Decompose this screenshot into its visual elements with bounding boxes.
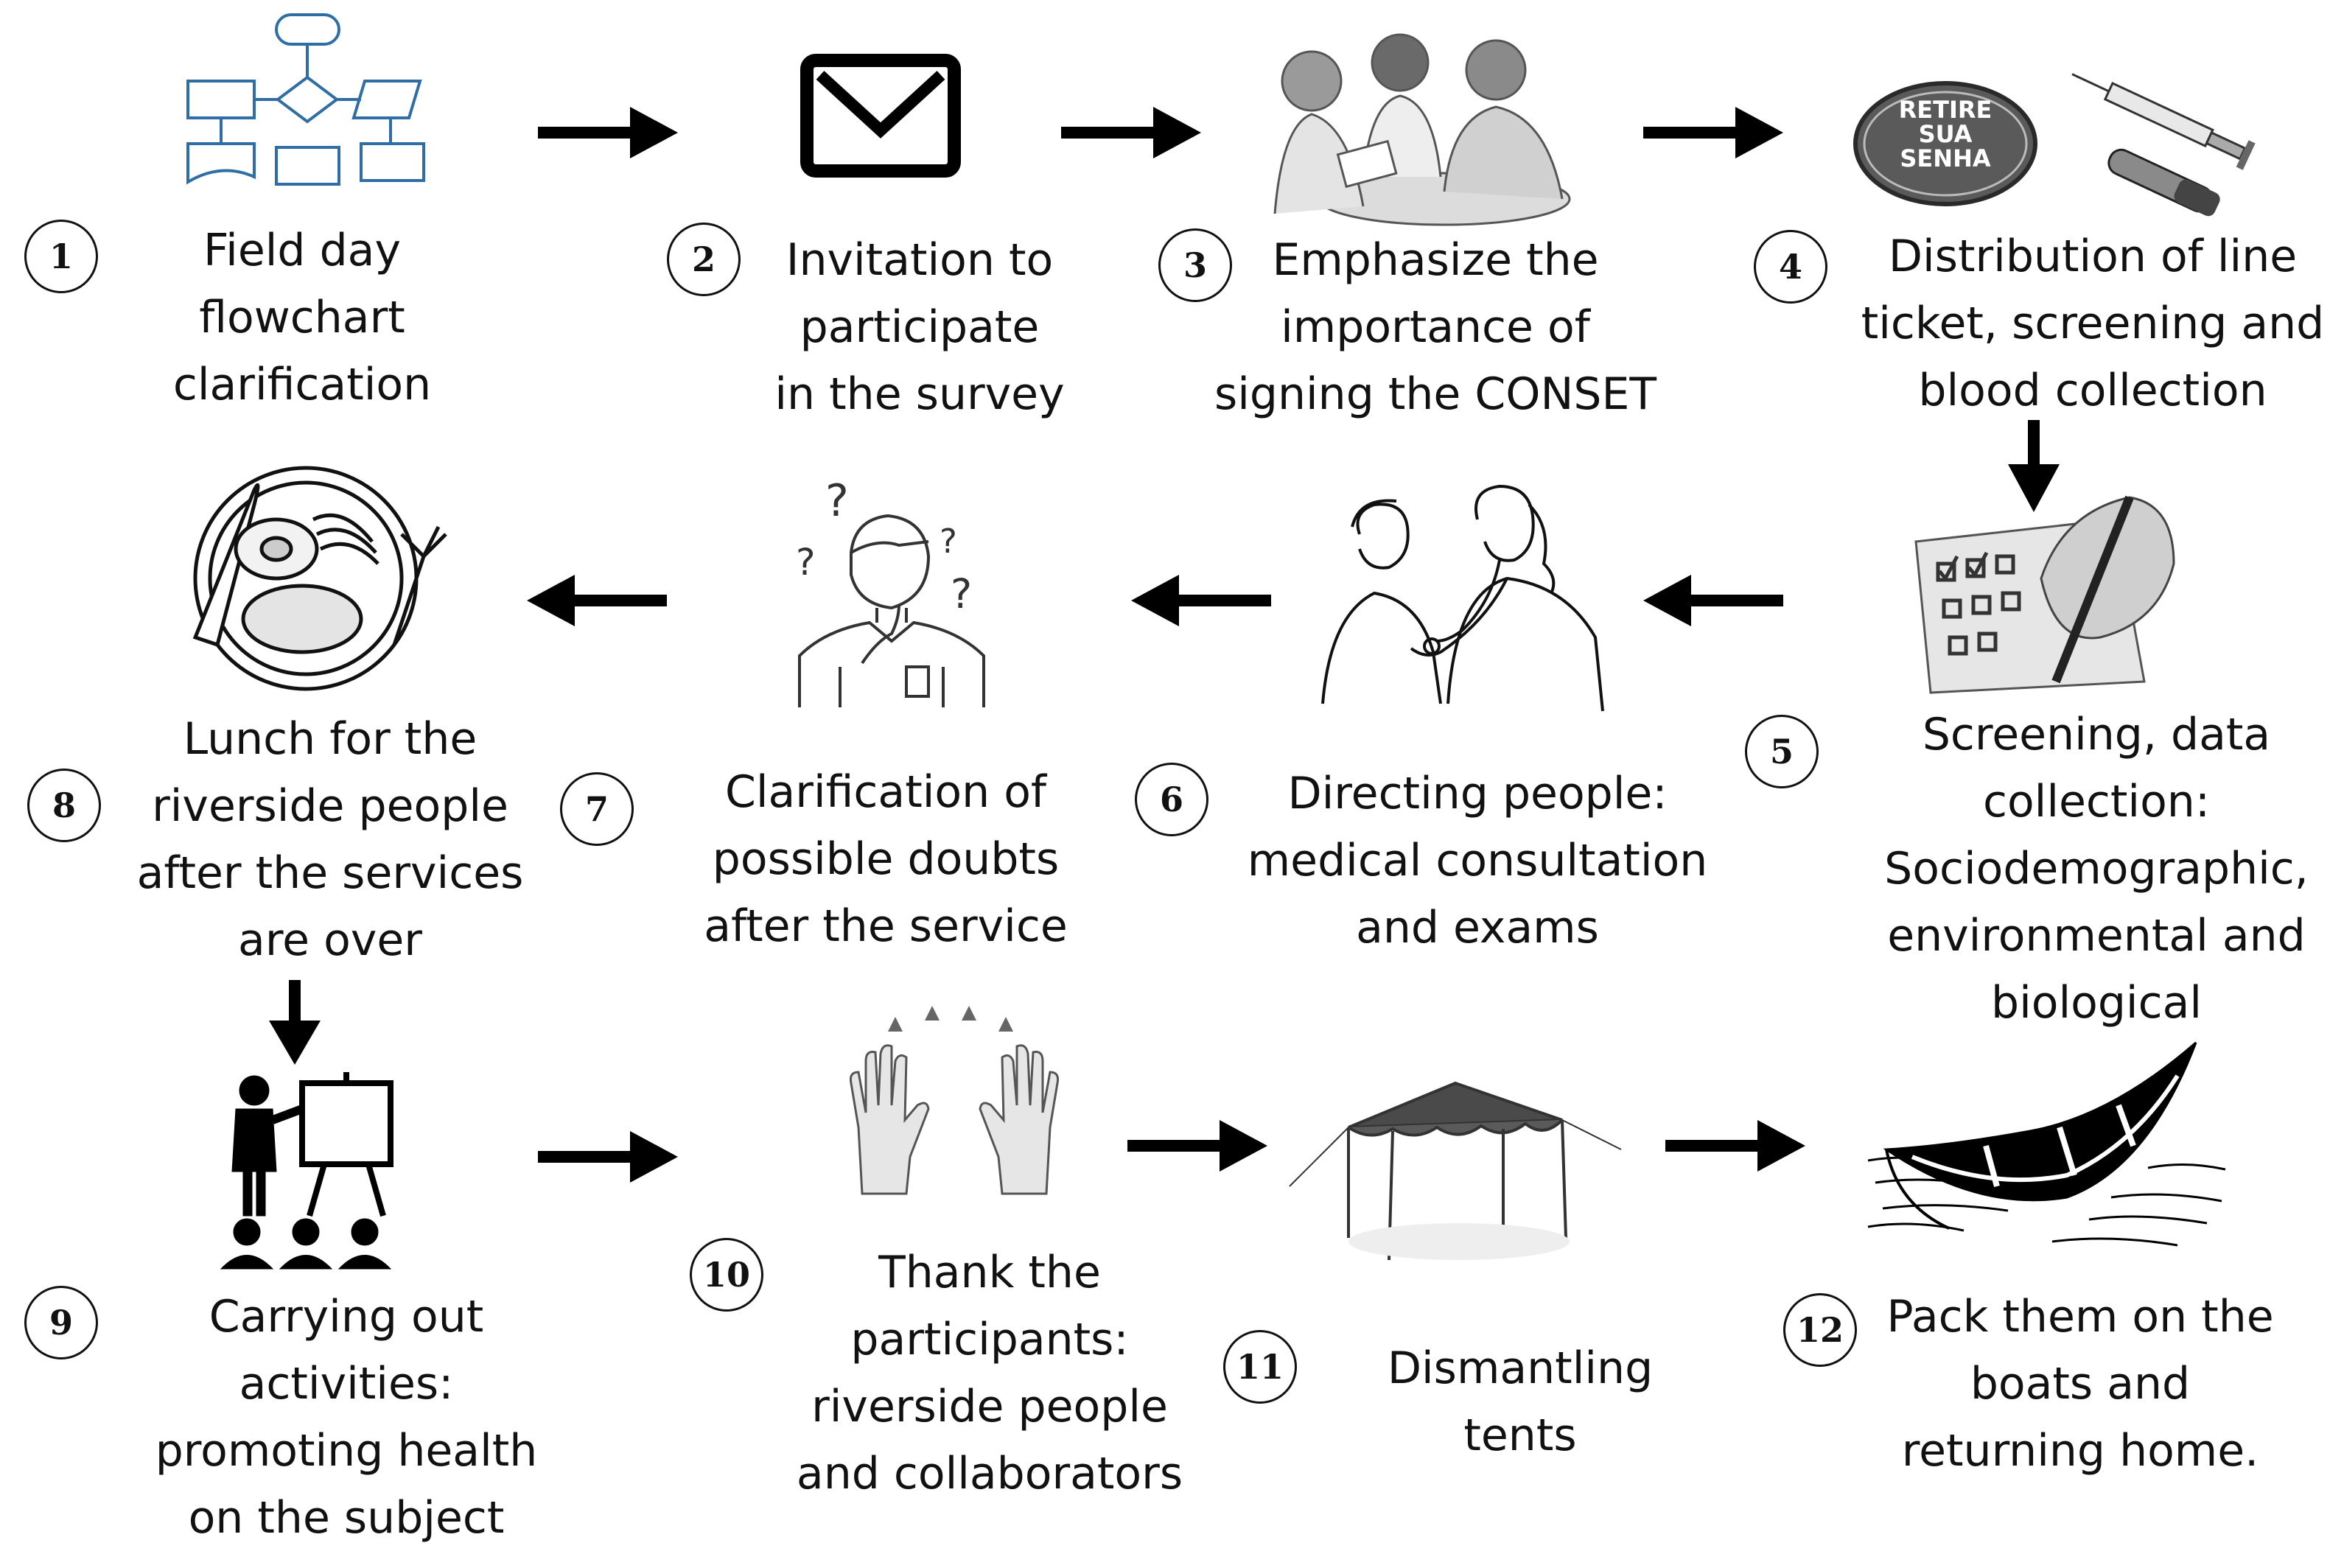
- step-1-label: Field day flowchart clarification: [172, 225, 432, 410]
- svg-text:?: ?: [940, 522, 957, 561]
- arrow-1-to-2: [538, 107, 678, 158]
- envelope-icon: [800, 54, 961, 178]
- meeting-people-icon: [1273, 33, 1571, 226]
- step-number-2: 2: [667, 223, 741, 296]
- step-2-label: Invitation to participate in the survey: [774, 234, 1065, 420]
- ticket-sign-line-3: SENHA: [1900, 144, 1990, 172]
- step-5-label: Screening, data collection: Sociodemogra…: [1884, 709, 2309, 1029]
- step-number-6: 6: [1135, 763, 1208, 836]
- arrow-7-to-8: [527, 575, 667, 626]
- step-4-label: Distribution of line ticket, screening a…: [1861, 231, 2325, 416]
- arrow-5-to-6: [1643, 575, 1783, 626]
- arrow-6-to-7: [1131, 575, 1271, 626]
- svg-text:?: ?: [951, 570, 972, 617]
- svg-text:?: ?: [796, 541, 816, 584]
- presentation-audience-icon: [220, 1072, 393, 1270]
- doctor-stethoscope-icon: [1321, 484, 1604, 712]
- flowchart-icon: [186, 13, 425, 186]
- arrow-10-to-11: [1127, 1120, 1267, 1172]
- step-number-11: 11: [1223, 1330, 1297, 1404]
- step-number-12: 12: [1783, 1293, 1857, 1367]
- checklist-hand-icon: [1914, 495, 2175, 694]
- ticket-sign-line-1: RETIRE: [1899, 96, 1993, 124]
- arrow-9-to-10: [538, 1131, 678, 1183]
- step-10-label: Thank the participants: riverside people…: [796, 1247, 1183, 1499]
- svg-text:?: ?: [825, 475, 849, 527]
- step-number-3: 3: [1158, 228, 1232, 302]
- step-number-7: 7: [560, 772, 634, 846]
- step-number-10: 10: [690, 1238, 763, 1312]
- arrow-2-to-3: [1061, 107, 1201, 158]
- confused-person-icon: ? ? ? ?: [796, 475, 985, 707]
- step-6-label: Directing people: medical consultation a…: [1247, 768, 1708, 953]
- arrow-3-to-4: [1643, 107, 1783, 158]
- step-7-label: Clarification of possible doubts after t…: [704, 766, 1068, 952]
- canoe-icon: [1867, 1041, 2226, 1247]
- raised-hands-icon: [850, 1006, 1059, 1195]
- arrow-11-to-12: [1665, 1120, 1805, 1172]
- step-number-4: 4: [1754, 230, 1827, 304]
- step-number-8: 8: [27, 769, 101, 842]
- ticket-sign-line-2: SUA: [1919, 120, 1973, 148]
- arrow-4-to-5: [2008, 420, 2060, 512]
- step-number-1: 1: [24, 220, 98, 293]
- meal-plate-icon: [192, 466, 447, 691]
- step-number-9: 9: [24, 1286, 98, 1359]
- step-number-5: 5: [1745, 715, 1819, 788]
- step-8-label: Lunch for the riverside people after the…: [136, 713, 524, 966]
- step-9-label: Carrying out activities: promoting healt…: [155, 1291, 538, 1544]
- step-11-label: Dismantling tents: [1387, 1343, 1654, 1461]
- step-3-label: Emphasize the importance of signing the …: [1214, 234, 1657, 420]
- step-12-label: Pack them on the boats and returning hom…: [1886, 1291, 2274, 1477]
- ticket-sign-and-syringe-icon: RETIRE SUA SENHA: [1853, 73, 2256, 217]
- tent-icon: [1289, 1081, 1622, 1261]
- arrow-8-to-9: [269, 980, 321, 1065]
